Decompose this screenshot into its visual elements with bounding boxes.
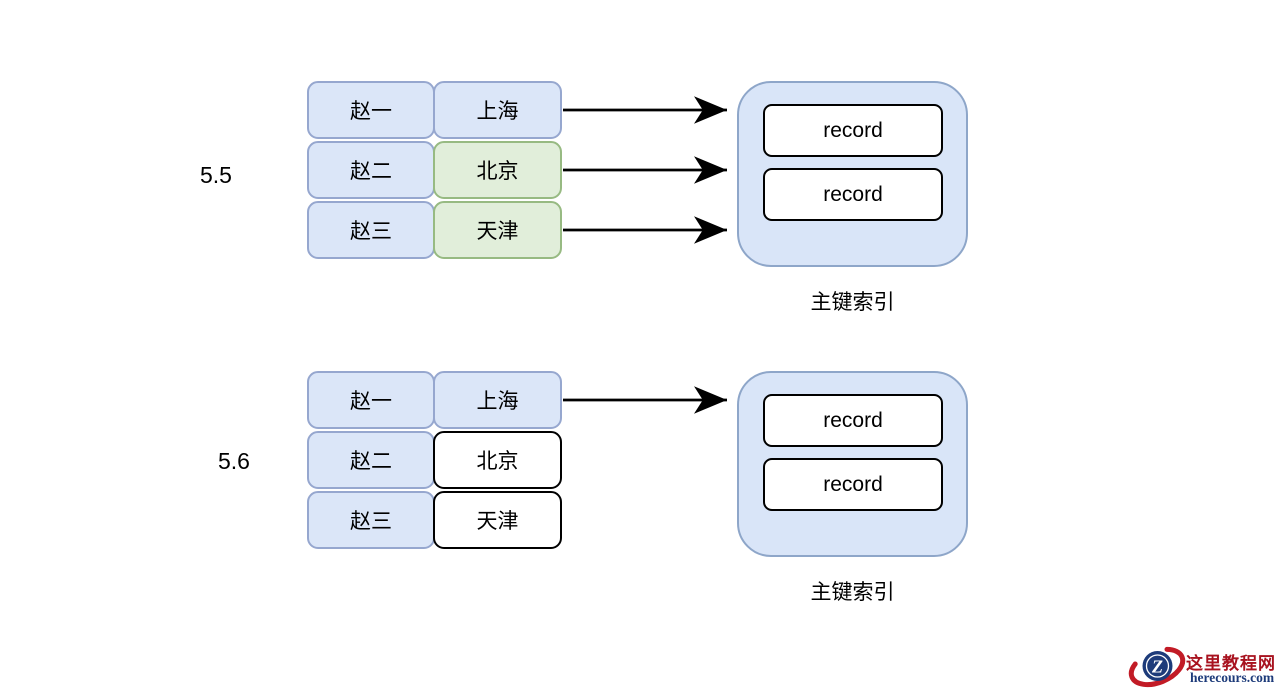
watermark-logo: Z 这里教程网 herecours.com: [1120, 634, 1276, 694]
city-cell: 北京: [433, 141, 562, 199]
watermark-site-name: 这里教程网: [1186, 654, 1276, 673]
city-cell: 上海: [433, 371, 562, 429]
name-cell: 赵一: [307, 81, 435, 139]
watermark-site-domain: herecours.com: [1190, 670, 1275, 685]
svg-text:Z: Z: [1151, 657, 1163, 677]
city-cell: 北京: [433, 431, 562, 489]
name-cell: 赵三: [307, 491, 435, 549]
record-box: record: [763, 104, 943, 157]
primary-key-index-label: 主键索引: [810, 291, 895, 314]
name-cell: 赵一: [307, 371, 435, 429]
name-cell: 赵二: [307, 141, 435, 199]
primary-key-index-container: record record: [737, 371, 968, 557]
logo-z-icon: Z: [1128, 646, 1186, 688]
city-cell: 天津: [433, 491, 562, 549]
city-cell: 上海: [433, 81, 562, 139]
name-cell: 赵三: [307, 201, 435, 259]
record-box: record: [763, 168, 943, 221]
primary-key-index-label: 主键索引: [810, 581, 895, 604]
version-label: 5.6: [218, 448, 250, 474]
version-label: 5.5: [200, 162, 232, 188]
record-box: record: [763, 394, 943, 447]
primary-key-index-container: record record: [737, 81, 968, 267]
city-cell: 天津: [433, 201, 562, 259]
record-box: record: [763, 458, 943, 511]
name-cell: 赵二: [307, 431, 435, 489]
